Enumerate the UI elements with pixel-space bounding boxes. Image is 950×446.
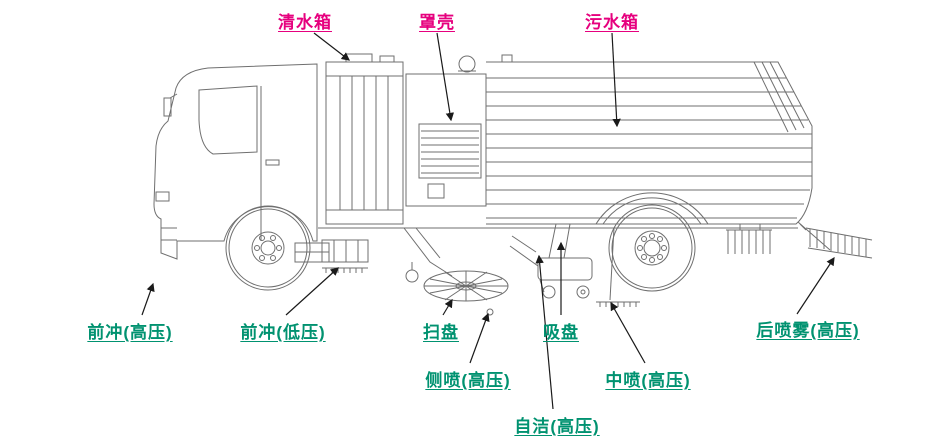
door-handle — [265, 159, 280, 166]
mirror-arm — [169, 93, 178, 99]
arrow-self-clean-high — [535, 254, 554, 410]
rear-spray-assembly — [799, 223, 873, 259]
front-flush-low-unit — [321, 239, 369, 273]
arrow-sweep-disc — [442, 298, 453, 316]
arrow-front-flush-low — [285, 267, 339, 316]
label-clean-water-tank: 清水箱 — [278, 13, 332, 32]
label-self-clean-high: 自洁(高压) — [514, 417, 600, 436]
bumper-lines — [161, 227, 177, 241]
cab-outline — [153, 63, 318, 260]
truck-illustration — [153, 53, 873, 316]
cover-shell-module — [405, 54, 513, 207]
clean-water-tank-module — [325, 53, 404, 225]
suction-mouth — [509, 223, 593, 299]
mid-spray-bar — [596, 227, 640, 307]
label-rear-spray-high: 后喷雾(高压) — [756, 321, 860, 340]
mirror — [163, 97, 172, 117]
label-mid-spray-high: 中喷(高压) — [605, 371, 691, 390]
label-suction-disc: 吸盘 — [543, 323, 579, 342]
arrow-front-flush-high — [141, 282, 155, 316]
label-sewage-tank: 污水箱 — [585, 13, 639, 32]
leader-arrows — [141, 32, 835, 410]
label-cover-shell: 罩壳 — [419, 13, 455, 32]
arrow-sewage-tank — [611, 32, 621, 128]
sewage-tank-body — [486, 61, 813, 225]
label-front-flush-high: 前冲(高压) — [87, 323, 173, 342]
label-front-flush-low: 前冲(低压) — [240, 323, 326, 342]
label-side-spray-high: 侧喷(高压) — [425, 371, 511, 390]
arrow-side-spray-high — [469, 312, 490, 364]
arrow-clean-water-tank — [313, 32, 350, 61]
rear-wheel — [595, 192, 709, 292]
headlight — [155, 191, 170, 202]
arrow-cover-shell — [436, 32, 455, 122]
front-wheel — [225, 205, 311, 291]
sweep-disc-brush — [403, 227, 509, 316]
cab-window — [198, 85, 258, 155]
label-sweep-disc: 扫盘 — [423, 323, 459, 342]
arrow-mid-spray-high — [610, 301, 646, 364]
arrow-rear-spray-high — [796, 256, 835, 315]
